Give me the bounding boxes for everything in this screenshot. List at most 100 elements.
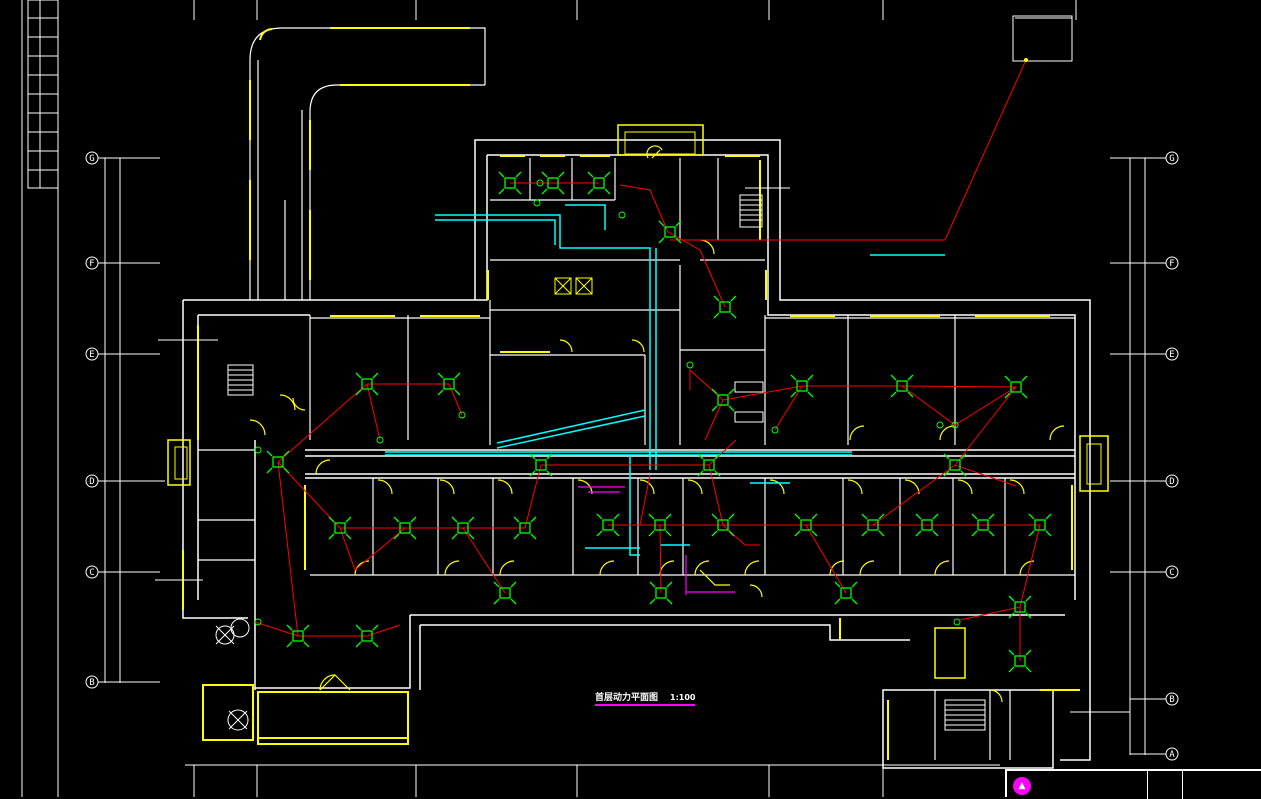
fcu-diffuser-arrow: [596, 513, 603, 520]
fcu-diffuser-arrow: [1045, 530, 1052, 537]
fcu-diffuser-arrow: [711, 530, 718, 537]
fcu-diffuser-arrow: [834, 581, 841, 588]
fcu-diffuser-arrow: [971, 530, 978, 537]
grid-bubble-icon: [1165, 565, 1179, 579]
door-swing-icons: [249, 145, 1065, 703]
fcu-diffuser-arrow: [851, 598, 858, 605]
fcu-diffuser-arrow: [1004, 392, 1011, 399]
north-corridor: [249, 27, 486, 300]
fcu-diffuser-arrow: [711, 405, 718, 412]
fcu-diffuser-arrow: [649, 598, 656, 605]
fan-coil-unit-icon: [334, 522, 346, 534]
title-block-divider: [1147, 771, 1148, 799]
fcu-diffuser-arrow: [890, 374, 897, 381]
fcu-diffuser-arrow: [454, 372, 461, 379]
drawing-scale: 1:100: [670, 693, 696, 702]
grid-bubble-icon: [85, 675, 99, 689]
fan-coil-unit-icon: [535, 459, 547, 471]
fan-coil-unit-icon: [292, 630, 304, 642]
grid-axis-label: B: [89, 678, 94, 688]
fcu-diffuser-arrow: [587, 188, 594, 195]
stair-icon: [227, 194, 986, 731]
grid-bubble-icon: [1165, 474, 1179, 488]
fcu-diffuser-arrow: [541, 171, 548, 178]
fan-coil-unit-icon: [654, 519, 666, 531]
fcu-diffuser-arrow: [1025, 666, 1032, 673]
fcu-diffuser-arrow: [711, 513, 718, 520]
fcu-diffuser-arrow: [451, 533, 458, 540]
fan-coil-unit-icon: [867, 519, 879, 531]
fan-coil-unit-icon: [457, 522, 469, 534]
fcu-diffuser-arrow: [728, 513, 735, 520]
fcu-diffuser-arrow: [1008, 666, 1015, 673]
fcu-diffuser-arrow: [515, 171, 522, 178]
grid-bubble-icon: [1165, 692, 1179, 706]
fan-coil-unit-icon: [921, 519, 933, 531]
fan-coil-unit-icon: [443, 378, 455, 390]
fcu-diffuser-arrow: [1021, 375, 1028, 382]
fcu-diffuser-arrow: [675, 237, 682, 244]
fcu-diffuser-arrow: [437, 389, 444, 396]
fcu-diffuser-arrow: [697, 470, 704, 477]
fcu-diffuser-arrow: [1025, 595, 1032, 602]
fcu-diffuser-arrow: [878, 513, 885, 520]
grid-leaders: [98, 157, 1166, 755]
fcu-diffuser-arrow: [1008, 649, 1015, 656]
fcu-diffuser-arrow: [907, 391, 914, 398]
fan-coil-unit-icon: [840, 587, 852, 599]
tree-symbols: [215, 618, 250, 731]
fcu-diffuser-arrow: [355, 624, 362, 631]
interior-walls: [198, 158, 1075, 760]
fan-coil-unit-icon: [703, 459, 715, 471]
fcu-diffuser-arrow: [393, 533, 400, 540]
cyan-ducts: [385, 204, 945, 556]
elevator-shafts: [554, 277, 764, 423]
drawing-title-text: 首层动力平面图: [595, 693, 659, 703]
fcu-diffuser-arrow: [529, 470, 536, 477]
fcu-diffuser-arrow: [283, 450, 290, 457]
fcu-diffuser-arrow: [988, 513, 995, 520]
grid-axis-label: E: [1169, 350, 1174, 360]
fcu-diffuser-arrow: [437, 372, 444, 379]
fcu-diffuser-arrow: [851, 581, 858, 588]
fcu-diffuser-arrow: [541, 188, 548, 195]
fcu-diffuser-arrow: [286, 624, 293, 631]
fcu-diffuser-arrow: [266, 467, 273, 474]
fcu-diffuser-arrow: [794, 513, 801, 520]
fcu-diffuser-arrow: [1025, 612, 1032, 619]
fan-coil-unit-icon: [519, 522, 531, 534]
fcu-diffuser-arrow: [604, 171, 611, 178]
grid-axis-label: A: [1169, 750, 1175, 760]
fan-coil-unit-icon: [1010, 381, 1022, 393]
fcu-diffuser-arrow: [665, 530, 672, 537]
fcu-diffuser-arrow: [861, 513, 868, 520]
power-circuits: [254, 59, 1041, 661]
fcu-diffuser-arrow: [510, 581, 517, 588]
fcu-diffuser-arrow: [649, 581, 656, 588]
fcu-diffuser-arrow: [498, 171, 505, 178]
fan-coil-unit-icon: [796, 380, 808, 392]
fcu-diffuser-arrow: [960, 453, 967, 460]
fan-coil-unit-icon: [1034, 519, 1046, 531]
fcu-diffuser-arrow: [513, 533, 520, 540]
fan-coil-unit-icon: [593, 177, 605, 189]
fcu-diffuser-arrow: [587, 171, 594, 178]
fcu-diffuser-arrow: [714, 453, 721, 460]
fcu-diffuser-arrow: [665, 513, 672, 520]
fcu-diffuser-arrow: [515, 188, 522, 195]
fcu-diffuser-arrow: [283, 467, 290, 474]
fan-coil-unit-icon: [717, 394, 729, 406]
distribution-panel: [1012, 15, 1073, 62]
fan-coil-unit-icon: [361, 630, 373, 642]
fan-coil-unit-icon: [655, 587, 667, 599]
fcu-diffuser-arrow: [711, 388, 718, 395]
exterior-walls: [182, 139, 1091, 769]
fan-coil-unit-icon: [499, 587, 511, 599]
fcu-diffuser-arrow: [613, 530, 620, 537]
fcu-diffuser-arrow: [345, 516, 352, 523]
fcu-diffuser-arrow: [915, 513, 922, 520]
fcu-diffuser-arrow: [454, 389, 461, 396]
fcu-diffuser-arrow: [498, 188, 505, 195]
